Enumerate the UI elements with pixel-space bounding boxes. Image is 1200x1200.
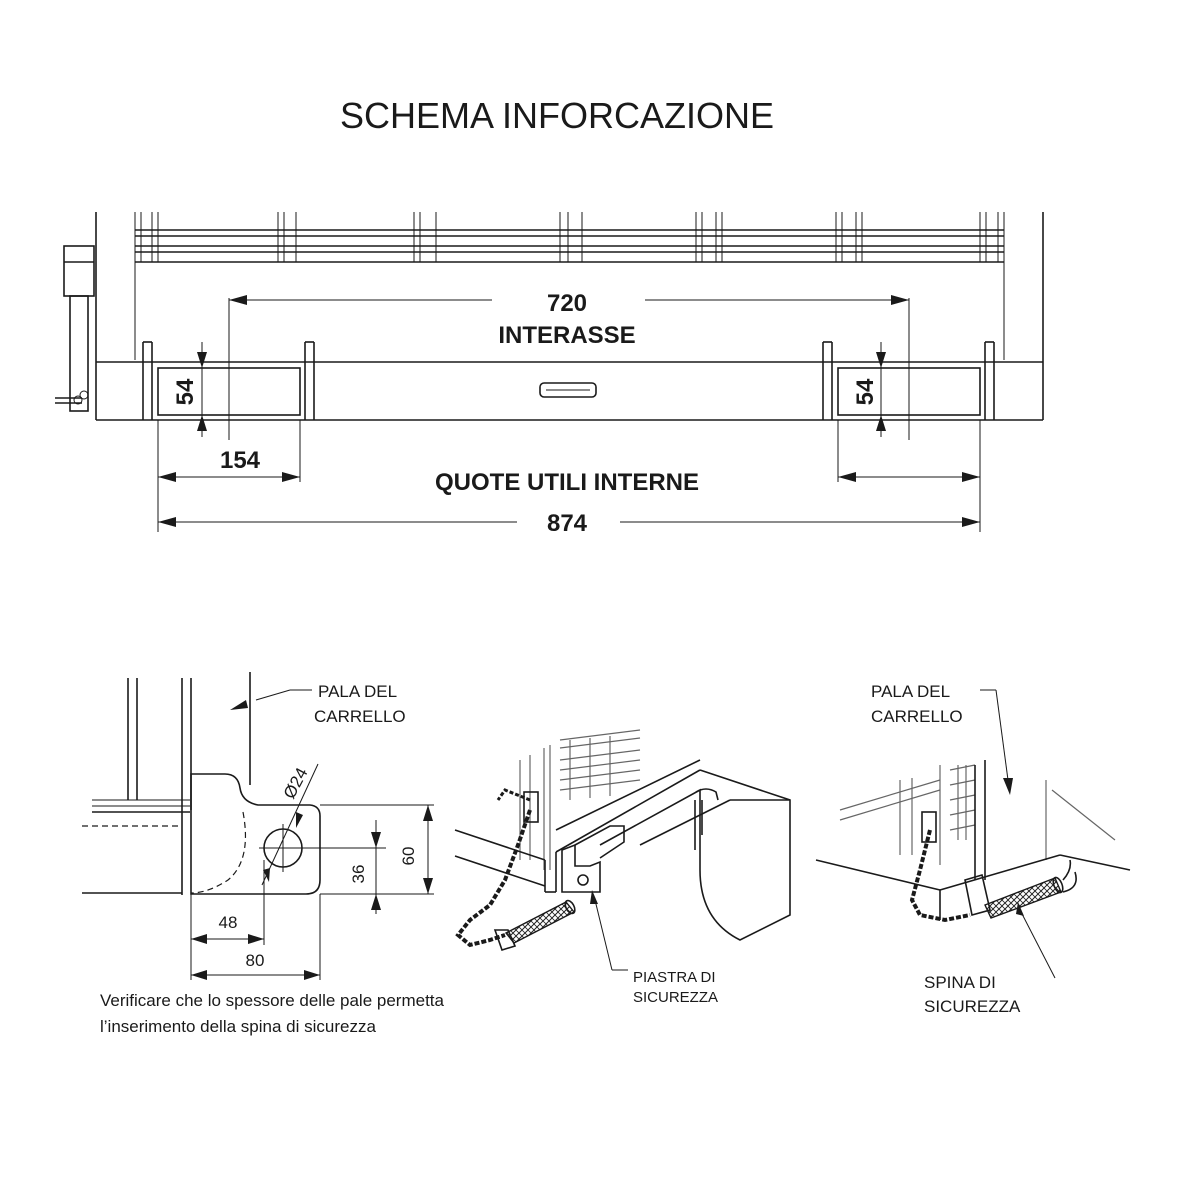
- plate-label-2: SICUREZZA: [633, 989, 718, 1006]
- diagram-title: SCHEMA INFORCAZIONE: [340, 95, 774, 136]
- pin-label-2: SICUREZZA: [924, 997, 1021, 1016]
- fork-label-left-2: CARRELLO: [314, 707, 406, 726]
- pocket-width-label: 154: [220, 447, 261, 474]
- plate-detail-drawing: [82, 672, 434, 980]
- note-line-1: Verificare che lo spessore delle pale pe…: [100, 991, 445, 1010]
- fork-label-left-1: PALA DEL: [318, 682, 397, 701]
- height-right-label: 54: [852, 378, 879, 405]
- safety-plate-isometric: [454, 729, 791, 971]
- interasse-label: INTERASSE: [498, 322, 635, 349]
- pin-label-1: SPINA DI: [924, 973, 996, 992]
- interasse-value: 720: [547, 290, 587, 317]
- note-line-2: l’inserimento della spina di sicurezza: [100, 1017, 376, 1036]
- fork-label-right-1: PALA DEL: [871, 682, 950, 701]
- dim-60-label: 60: [399, 847, 418, 866]
- fork-label-right-2: CARRELLO: [871, 707, 963, 726]
- dim-36-label: 36: [349, 865, 368, 884]
- dim-48-label: 48: [219, 913, 238, 932]
- hole-diameter-label: Ø24: [280, 765, 312, 802]
- dimension-lines: [157, 295, 981, 532]
- overall-width-label: 874: [547, 510, 588, 537]
- plate-label-1: PIASTRA DI: [633, 969, 716, 986]
- safety-pin-isometric: [815, 689, 1131, 979]
- section-label: QUOTE UTILI INTERNE: [435, 469, 699, 496]
- dim-80-label: 80: [246, 951, 265, 970]
- height-left-label: 54: [172, 378, 199, 405]
